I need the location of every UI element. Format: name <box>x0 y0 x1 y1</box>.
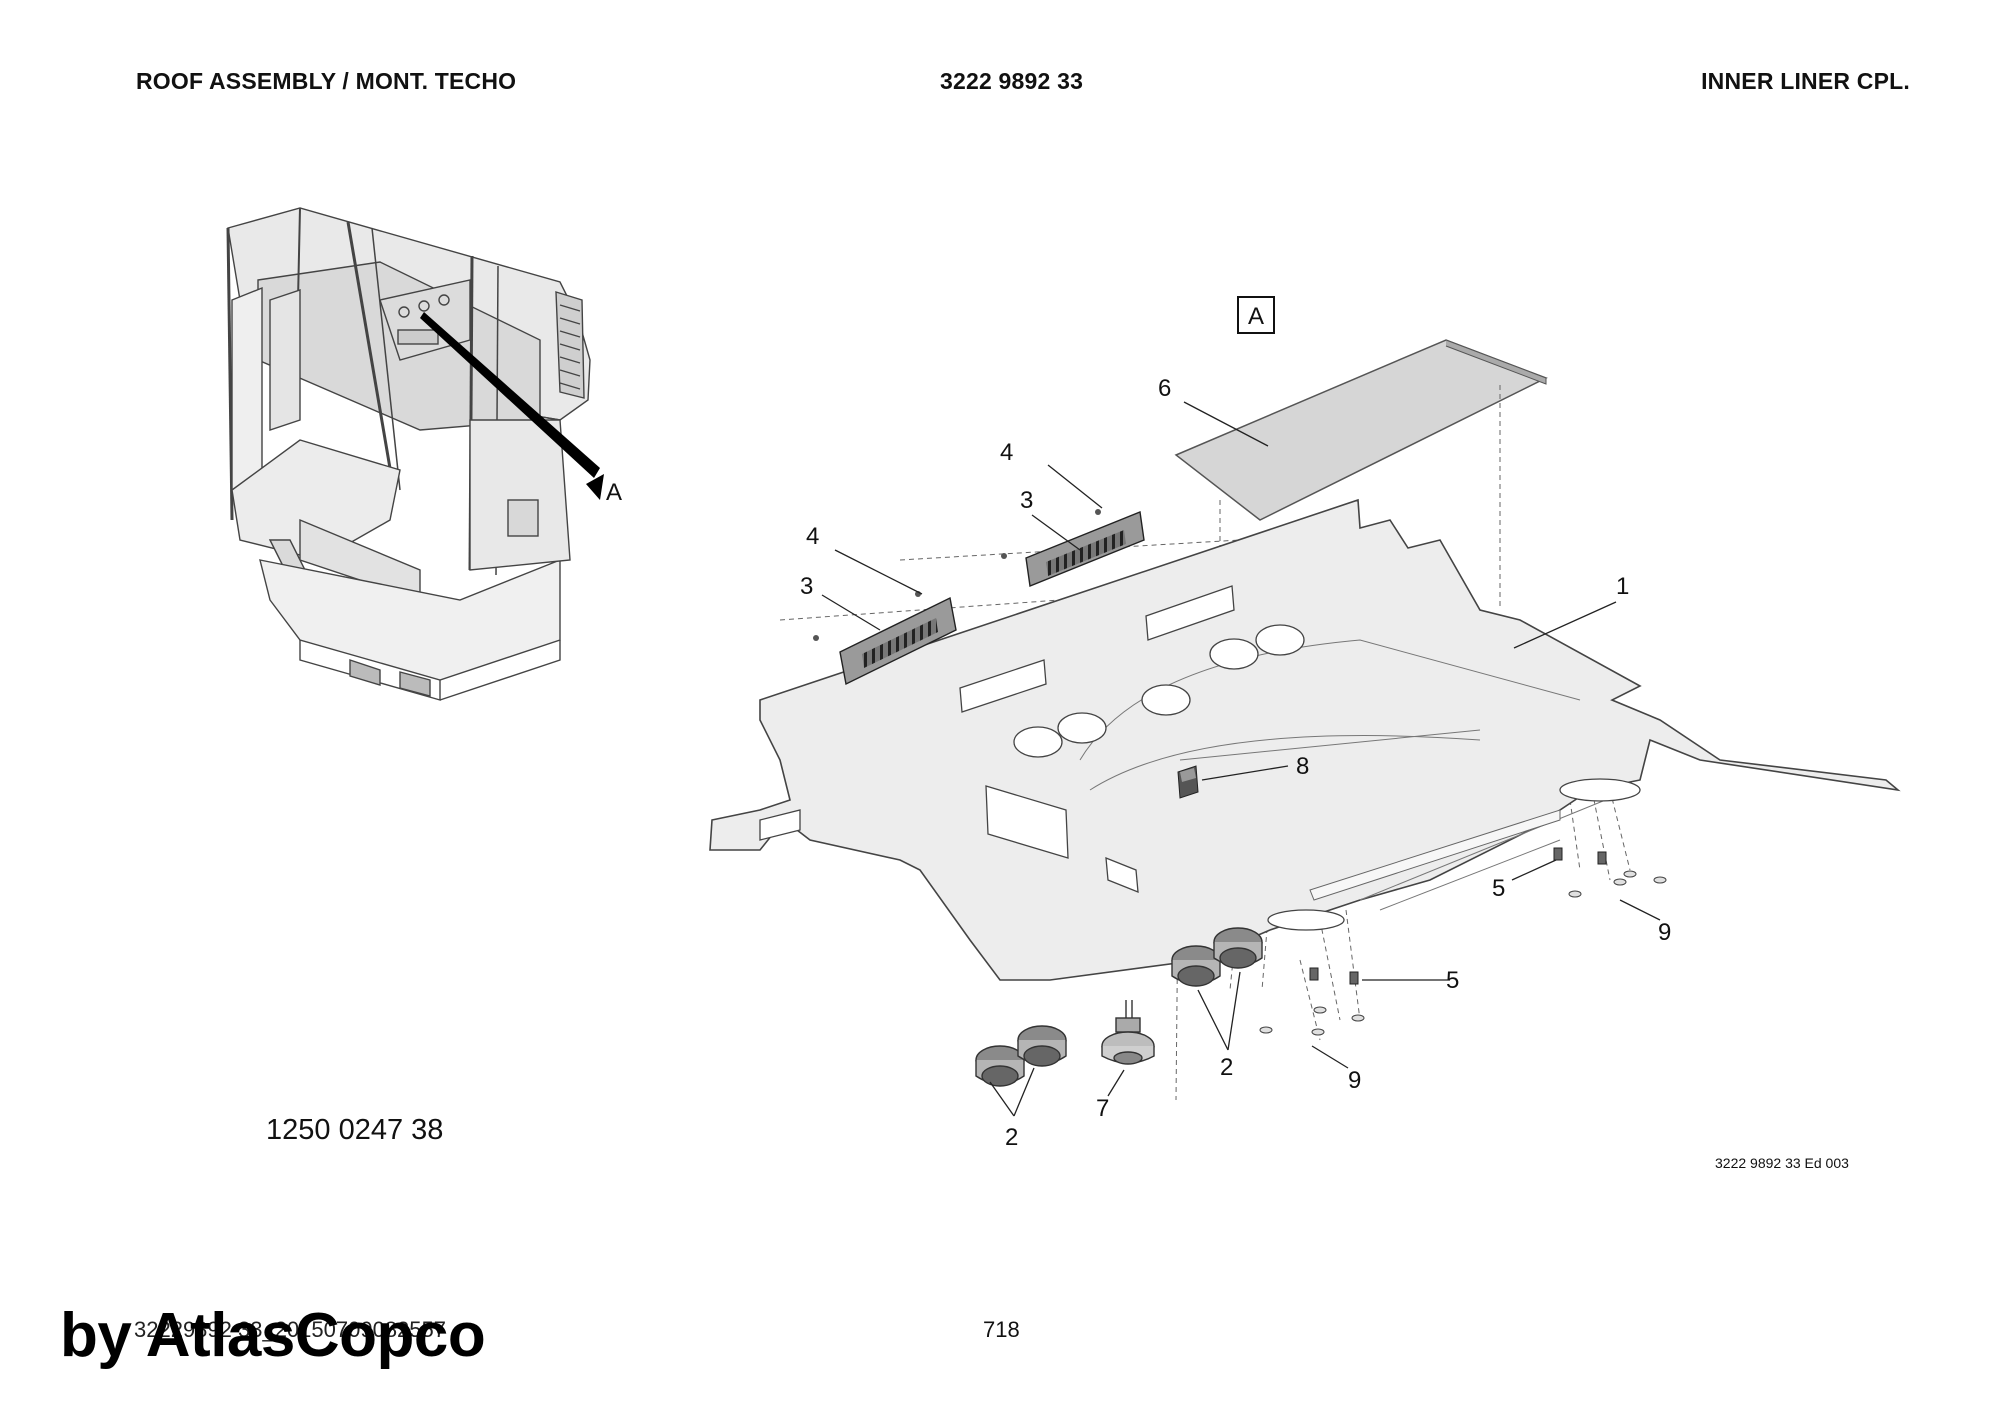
drawing-reference: 3222 9892 33 Ed 003 <box>1715 1155 1849 1171</box>
view-label-box <box>1237 296 1275 334</box>
callout-3-lower: 3 <box>800 573 813 600</box>
callout-3-upper: 3 <box>1020 487 1033 514</box>
callout-6: 6 <box>1158 375 1171 402</box>
callout-9-right: 9 <box>1658 919 1671 946</box>
part-description: INNER LINER CPL. <box>1701 68 1910 94</box>
leader-lines <box>821 401 1661 1117</box>
callout-7: 7 <box>1096 1095 1109 1122</box>
liner-relief <box>1079 639 1631 911</box>
callout-9-lower: 9 <box>1348 1067 1361 1094</box>
part-3-grill-right <box>1025 511 1145 587</box>
callout-2-right: 2 <box>1220 1054 1233 1081</box>
part-6-roof-panel <box>1174 339 1548 521</box>
assembly-reference: 1250 0247 38 <box>266 1114 444 1146</box>
callout-8: 8 <box>1296 753 1309 780</box>
part-9-caps <box>1259 870 1667 1036</box>
callout-5-lower: 5 <box>1446 967 1459 994</box>
view-arrowhead <box>586 474 604 500</box>
document-title: ROOF ASSEMBLY / MONT. TECHO <box>136 68 517 94</box>
watermark: by AtlasCopco <box>60 1301 486 1370</box>
overview-callout-a: A <box>606 479 622 506</box>
footer-code: 32229892 33_20150709082557 <box>134 1317 446 1342</box>
cab-overview-illustration <box>226 207 591 701</box>
callout-4-upper: 4 <box>1000 439 1013 466</box>
liner-vent-openings <box>1013 624 1641 931</box>
callout-4-lower: 4 <box>806 523 819 550</box>
part-2-air-vents-left <box>975 1025 1067 1087</box>
part-5-clips <box>1309 847 1607 985</box>
page-number: 718 <box>983 1317 1020 1342</box>
part-2-air-vents-right <box>1171 927 1263 987</box>
part-number: 3222 9892 33 <box>940 68 1084 94</box>
cab-vent <box>555 291 585 399</box>
part-3-grill-left <box>839 596 957 686</box>
part-7-dome-light <box>1101 1000 1155 1065</box>
view-arrow <box>420 312 600 478</box>
callout-2-left: 2 <box>1005 1124 1018 1151</box>
callout-1: 1 <box>1616 573 1629 600</box>
part-1-inner-liner <box>709 498 1901 981</box>
view-label: A <box>1248 303 1264 330</box>
liner-openings <box>759 585 1235 893</box>
part-8-switch <box>1177 765 1199 799</box>
callout-5-right: 5 <box>1492 875 1505 902</box>
